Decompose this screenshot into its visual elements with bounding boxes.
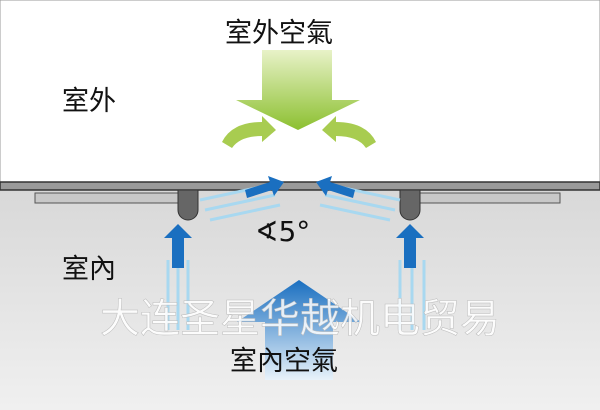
left-up-arrow bbox=[164, 224, 192, 268]
indoor-label: 室內 bbox=[62, 254, 116, 285]
left-nozzle bbox=[177, 189, 199, 221]
air-curtain-streams bbox=[166, 183, 426, 330]
ceiling-line bbox=[0, 181, 600, 191]
left-flange bbox=[34, 192, 186, 204]
right-jet-arrow bbox=[316, 176, 355, 198]
indoor-air-arrow bbox=[237, 280, 361, 380]
right-swirl-arrow bbox=[322, 116, 376, 148]
left-swirl-arrow bbox=[222, 116, 276, 148]
outdoor-air-label: 室外空氣 bbox=[225, 18, 333, 49]
left-jet-arrow bbox=[245, 176, 284, 198]
watermark: 大连圣星华越机电贸易 bbox=[100, 296, 501, 342]
outdoor-label: 室外 bbox=[62, 86, 116, 117]
right-flange bbox=[409, 192, 561, 204]
right-up-arrow bbox=[396, 224, 424, 268]
indoor-air-label: 室內空氣 bbox=[230, 346, 338, 377]
outdoor-air-arrow bbox=[236, 50, 360, 130]
angle-label: ∢5° bbox=[255, 215, 311, 248]
right-nozzle bbox=[399, 189, 421, 221]
